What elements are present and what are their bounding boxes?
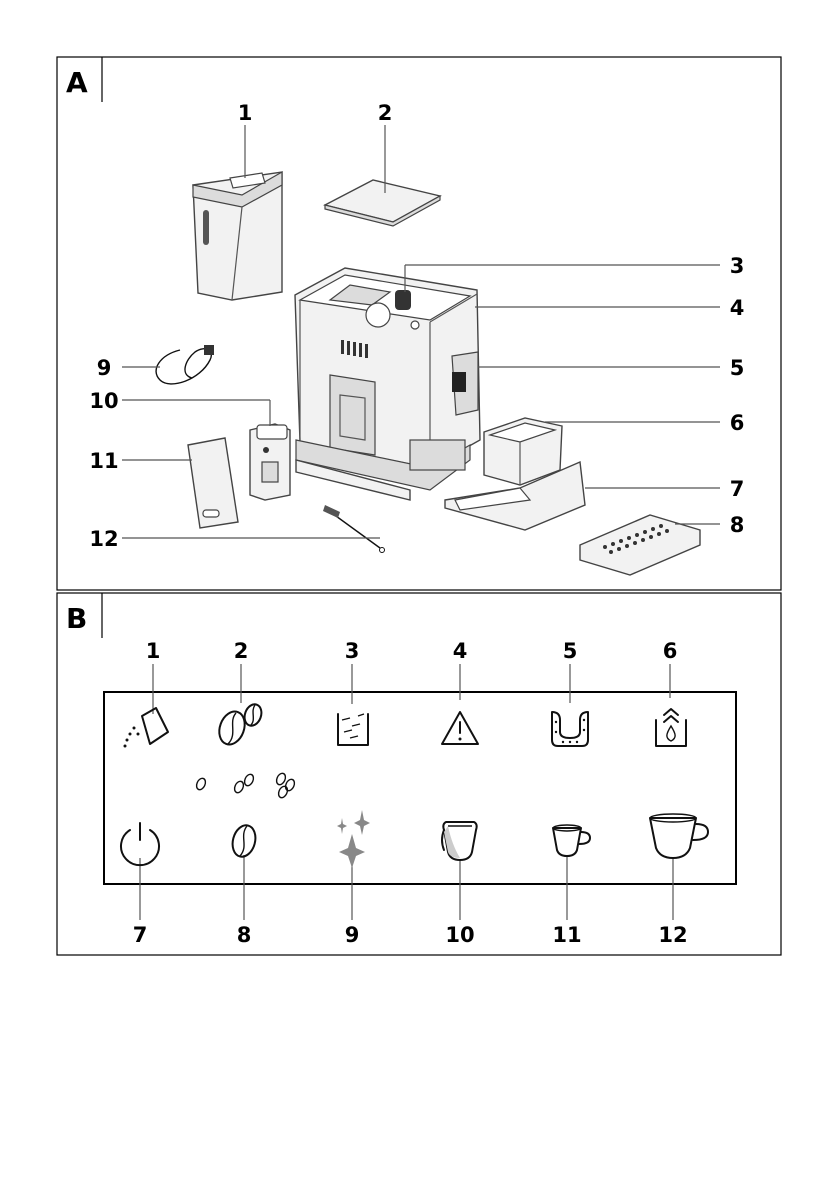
large-cup-icon [650, 814, 708, 858]
label-b-6: 6 [663, 639, 678, 663]
label-a-3: 3 [730, 254, 745, 278]
pour-milk-icon [124, 708, 169, 748]
descale-icon [552, 712, 588, 746]
label-a-1: 1 [238, 101, 253, 125]
label-b-5: 5 [563, 639, 578, 663]
label-b-1: 1 [146, 639, 161, 663]
lid [325, 180, 440, 226]
label-b-3: 3 [345, 639, 360, 663]
label-a-4: 4 [730, 296, 745, 320]
label-a-6: 6 [730, 411, 745, 435]
panel-b-letter: B [66, 602, 87, 635]
label-a-12: 12 [89, 527, 118, 551]
coffee-beans-icon [215, 702, 264, 748]
label-a-7: 7 [730, 477, 745, 501]
panel-b-bottom-labels: 7 8 9 10 11 12 [133, 923, 688, 947]
label-b-10: 10 [445, 923, 474, 947]
control-panel [104, 692, 736, 884]
coffee-spout [452, 352, 478, 415]
coffee-bean-strength-icon [229, 823, 259, 860]
label-a-5: 5 [730, 356, 745, 380]
label-a-8: 8 [730, 513, 745, 537]
label-b-9: 9 [345, 923, 360, 947]
panel-a: A [57, 57, 781, 590]
label-a-9: 9 [97, 356, 112, 380]
panel-b: B 1 2 3 4 5 6 7 8 9 10 11 12 [57, 593, 781, 955]
sparkle-clean-icon [337, 810, 370, 868]
warning-icon [442, 712, 478, 744]
water-tank [193, 172, 282, 300]
label-a-10: 10 [89, 389, 118, 413]
grounds-container-icon [338, 714, 368, 745]
panel-b-top-labels: 1 2 3 4 5 6 [146, 639, 678, 663]
label-b-7: 7 [133, 923, 148, 947]
label-b-8: 8 [237, 923, 252, 947]
label-a-11: 11 [89, 449, 118, 473]
power-cord [156, 345, 214, 384]
panel-b-leader-lines [140, 664, 673, 920]
label-b-11: 11 [552, 923, 581, 947]
panel-a-letter: A [66, 66, 88, 99]
water-tank-icon [656, 709, 686, 746]
label-b-4: 4 [453, 639, 468, 663]
label-b-2: 2 [234, 639, 249, 663]
service-door [188, 438, 238, 528]
label-b-12: 12 [658, 923, 687, 947]
tall-glass-icon [442, 822, 477, 860]
brew-unit [250, 424, 290, 500]
strength-level-icons [195, 772, 296, 799]
cleaning-brush [323, 505, 385, 553]
small-cup-icon [553, 825, 590, 856]
label-a-2: 2 [378, 101, 393, 125]
